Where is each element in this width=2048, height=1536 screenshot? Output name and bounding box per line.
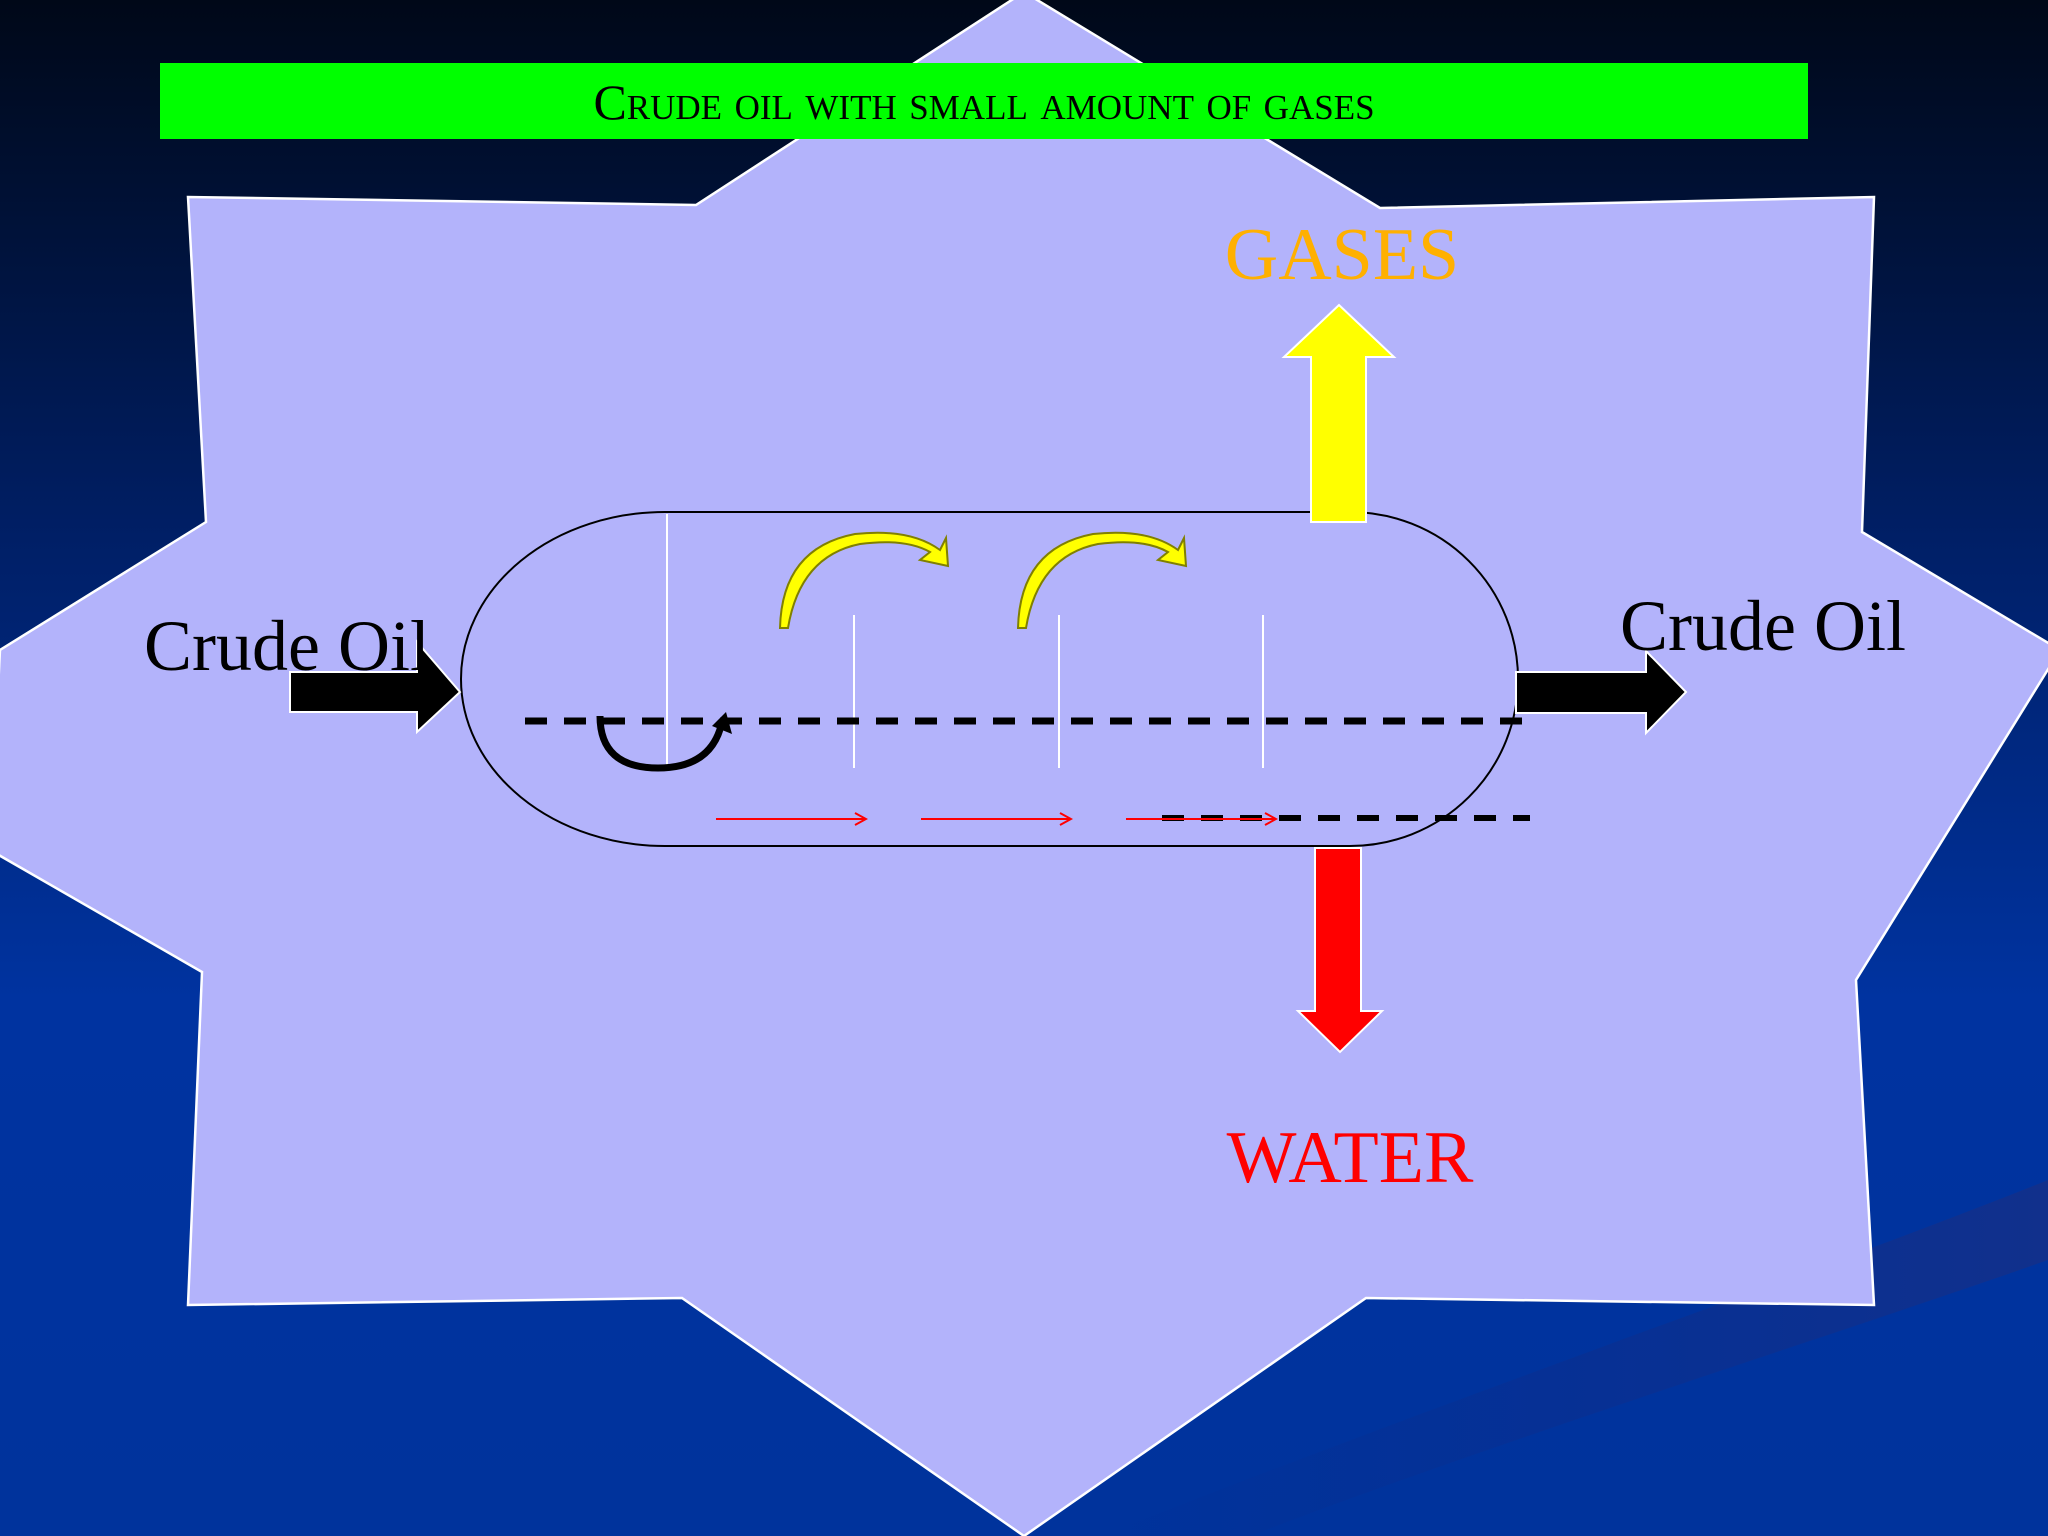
water-label: WATER <box>1227 1117 1474 1199</box>
right-arrow-icon <box>289 639 462 735</box>
background-swoosh <box>1100 1180 2048 1536</box>
up-arrow-icon <box>1281 303 1397 523</box>
gas-flow-curve-1 <box>778 531 950 629</box>
down-arrow-icon <box>1295 847 1385 1054</box>
title-banner-text: Crude oil with small amount of gases <box>593 74 1374 130</box>
gas-flow-curve-2 <box>1016 531 1188 629</box>
inlet-label: Crude Oil <box>144 606 430 686</box>
title-banner <box>160 63 1808 139</box>
inlet-deflector-arrowhead <box>712 712 732 734</box>
inlet-deflector-arrow <box>596 715 726 772</box>
separator-vessel <box>460 511 1519 847</box>
right-arrow-icon <box>1515 648 1688 736</box>
outlet-label: Crude Oil <box>1620 586 1906 666</box>
gases-label: GASES <box>1225 214 1459 296</box>
